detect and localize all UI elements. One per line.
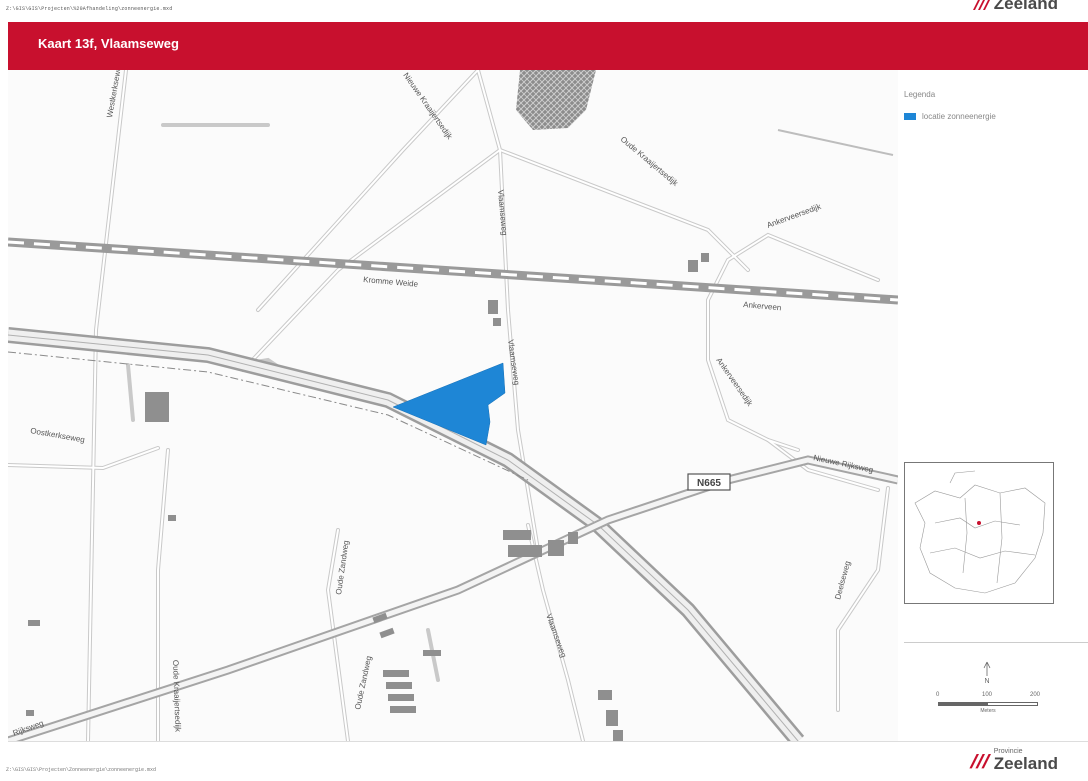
- top-file-path: Z:\GIS\GIS\Projecten\%20Afhandeling\zonn…: [6, 6, 173, 12]
- scalebar: 0 100 200 Meters: [936, 692, 1041, 714]
- bottom-file-path: Z:\GIS\GIS\Projecten\Zonneenergie\zonnee…: [6, 767, 157, 773]
- page-title: Kaart 13f, Vlaamseweg: [38, 36, 179, 51]
- n665-shield: N665: [687, 473, 731, 491]
- panel-divider: [904, 642, 1088, 643]
- zeeland-logo-icon: [972, 0, 990, 10]
- map-view[interactable]: Westkerkseweg Nieuwe Kraaijertsedijk Oud…: [8, 70, 898, 741]
- wooded-area: [516, 70, 596, 130]
- zeeland-logo-top: Zeeland: [971, 0, 1058, 12]
- logo-province: Provincie: [993, 748, 1023, 755]
- road-label-oude-kraaijertsedijk-bottom: Oude Kraaijertsedijk: [171, 660, 183, 733]
- buildings: [26, 253, 709, 741]
- scale-label-0: 0: [936, 692, 940, 698]
- logo-name: Zeeland: [993, 754, 1058, 773]
- legend-title: Legenda: [904, 90, 936, 99]
- north-arrow: N: [980, 660, 994, 689]
- highway: [8, 327, 805, 741]
- scale-label-100: 100: [982, 692, 993, 698]
- road-label-ankerveen: Ankerveen: [743, 300, 782, 312]
- n665-road: [8, 455, 898, 741]
- title-bar: Kaart 13f, Vlaamseweg: [8, 22, 1088, 70]
- legend-swatch: [904, 113, 916, 120]
- svg-text:N: N: [984, 678, 989, 684]
- scale-label-200: 200: [1030, 692, 1041, 698]
- side-panel: Legenda locatie zonneenergie N 0: [898, 70, 1088, 741]
- zeeland-logo-icon: [969, 754, 991, 769]
- footer-divider: [8, 741, 1088, 742]
- zeeland-logo-bottom: Provincie Zeeland: [967, 748, 1058, 772]
- overview-map-outline: [914, 470, 1046, 594]
- scale-unit: Meters: [980, 708, 996, 714]
- map-canvas: Westkerkseweg Nieuwe Kraaijertsedijk Oud…: [8, 70, 898, 741]
- overview-map: [904, 462, 1054, 604]
- road-label-vlaamseweg-north: Vlaamseweg: [496, 189, 509, 235]
- solar-location-area: [392, 362, 506, 446]
- logo-name-top: Zeeland: [993, 0, 1058, 13]
- legend-item-label: locatie zonneenergie: [922, 112, 996, 121]
- svg-text:N665: N665: [697, 478, 721, 489]
- legend-item-solar: locatie zonneenergie: [904, 112, 996, 121]
- railway: [8, 237, 898, 305]
- north-arrow-icon: N: [983, 661, 991, 685]
